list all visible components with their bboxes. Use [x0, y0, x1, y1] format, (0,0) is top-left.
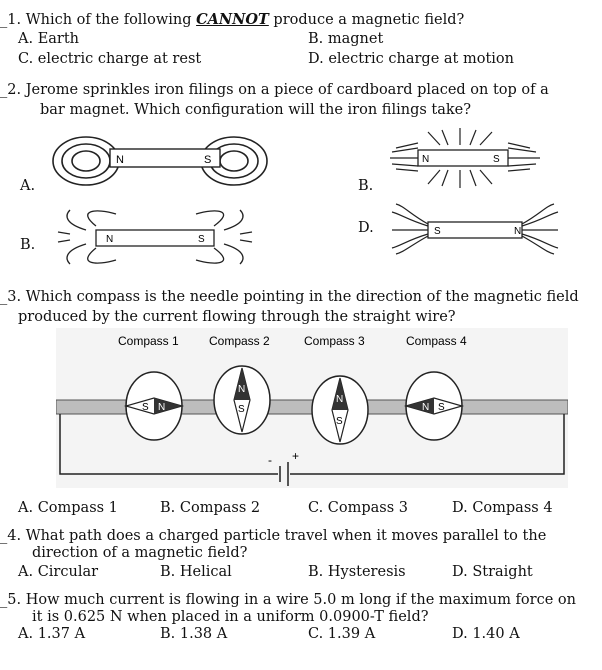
question-5-line-1: _5. How much current is flowing in a wir… — [0, 592, 576, 608]
question-4-line-1: _4. What path does a charged particle tr… — [0, 528, 547, 544]
q5-choice-c: C. 1.39 A — [308, 626, 376, 642]
question-text-pre: Which of the following — [25, 12, 197, 28]
magnet-south-label: S — [434, 226, 441, 237]
battery-minus: - — [268, 453, 272, 467]
needle-south: S — [438, 402, 445, 413]
q3-choice-c: C. Compass 3 — [308, 500, 409, 516]
answer-blank: _ — [0, 12, 8, 28]
q3-choice-d: D. Compass 4 — [452, 500, 553, 516]
needle-south: S — [238, 404, 245, 415]
magnet-north-label: N — [514, 226, 521, 237]
question-4-line-2: direction of a magnetic field? — [32, 545, 248, 561]
magnet-south-label: S — [493, 154, 500, 165]
question-2-line-1: _2. Jerome sprinkles iron filings on a p… — [0, 82, 549, 98]
q4-choice-c: B. Hysteresis — [308, 564, 406, 580]
q4-choice-b: B. Helical — [160, 564, 232, 580]
compass-circuit-figure: Compass 1 Compass 2 Compass 3 Compass 4 … — [56, 328, 568, 488]
q4-choice-a: A. Circular — [18, 564, 99, 580]
q3-choice-a: A. Compass 1 — [18, 500, 118, 516]
question-3-line-2: produced by the current flowing through … — [18, 309, 456, 325]
figure-option-d: S N — [391, 203, 559, 255]
needle-north: N — [158, 402, 165, 413]
needle-north: N — [238, 384, 245, 395]
option-label-a: A. — [20, 178, 36, 194]
q5-choice-d: D. 1.40 A — [452, 626, 520, 642]
figure-option-a: N S — [52, 136, 268, 186]
figure-option-b-right: N S — [390, 128, 540, 188]
q1-choice-b: B. magnet — [308, 31, 384, 47]
q3-choice-b: B. Compass 2 — [160, 500, 261, 516]
question-2-line-2: bar magnet. Which configuration will the… — [40, 102, 472, 118]
battery-plus: + — [292, 449, 299, 463]
q4-choice-d: D. Straight — [452, 564, 533, 580]
question-text-post: produce a magnetic field? — [268, 12, 465, 28]
compass-2: N S — [213, 365, 271, 435]
option-label-b-right: B. — [358, 178, 374, 194]
question-3-line-1: _3. Which compass is the needle pointing… — [0, 289, 579, 305]
q1-choice-c: C. electric charge at rest — [18, 51, 202, 67]
magnet-south-label: S — [204, 154, 211, 166]
magnet-north-label: N — [106, 234, 113, 245]
q1-choice-a: A. Earth — [18, 31, 80, 47]
q1-choice-d: D. electric charge at motion — [308, 51, 514, 67]
magnet-north-label: N — [116, 154, 124, 166]
compass-label-3: Compass 3 — [304, 334, 365, 348]
option-label-b-left: B. — [20, 237, 36, 253]
compass-label-1: Compass 1 — [118, 334, 179, 348]
needle-north: N — [422, 402, 429, 413]
compass-1: S N — [123, 371, 185, 441]
magnet-north-label: N — [422, 154, 429, 165]
emphasis-word: CANNOT — [196, 11, 269, 28]
q5-choice-a: A. 1.37 A — [18, 626, 86, 642]
compass-label-4: Compass 4 — [406, 334, 467, 348]
question-5-line-2: it is 0.625 N when placed in a uniform 0… — [32, 609, 429, 625]
question-1: _1. Which of the following CANNOT produc… — [0, 11, 464, 29]
figure-option-b-left: N S — [57, 209, 253, 265]
q5-choice-b: B. 1.38 A — [160, 626, 228, 642]
question-number: 1. — [7, 12, 26, 28]
needle-south: S — [142, 402, 149, 413]
compass-3: N S — [311, 375, 369, 445]
compass-4: N S — [403, 371, 465, 441]
option-label-d: D. — [358, 220, 374, 236]
compass-label-2: Compass 2 — [209, 334, 270, 348]
needle-south: S — [336, 416, 343, 427]
needle-north: N — [336, 394, 343, 405]
magnet-south-label: S — [198, 234, 205, 245]
